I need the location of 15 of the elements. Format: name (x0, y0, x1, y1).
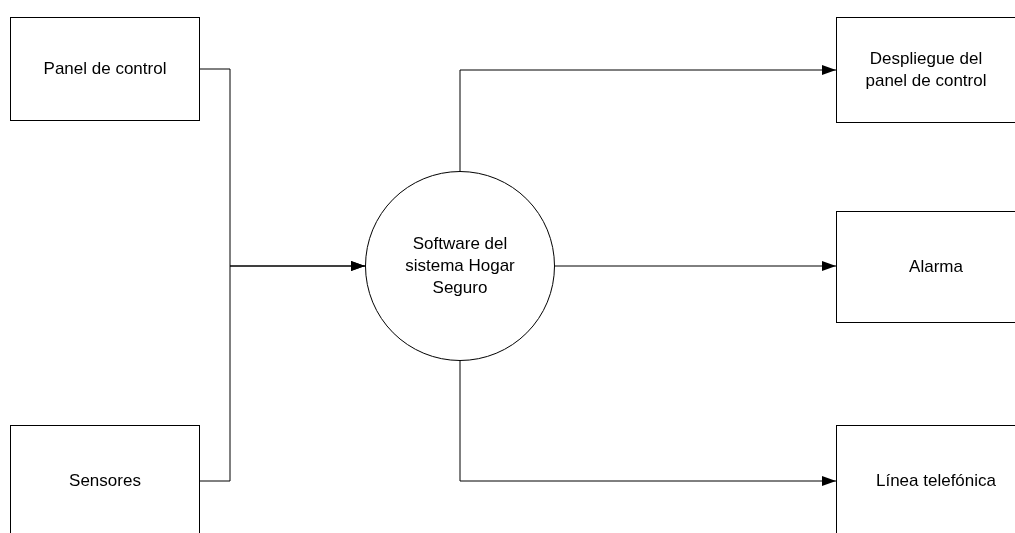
arrow (554, 261, 837, 271)
entity-box (836, 17, 1015, 123)
arrow (459, 65, 837, 172)
node-label: Despliegue del panel de control (864, 48, 988, 92)
entity-box (10, 17, 200, 121)
node-label: Sensores (69, 470, 141, 492)
node-label: Línea telefónica (875, 470, 996, 492)
arrow (459, 360, 837, 486)
node-label: Panel de control (43, 58, 167, 80)
arrow (199, 261, 366, 482)
node-label: Alarma (909, 256, 963, 278)
entity-box (836, 211, 1015, 323)
node-label: Software del sistema Hogar Seguro (404, 233, 516, 299)
entity-box (836, 425, 1015, 533)
entity-box (10, 425, 200, 533)
